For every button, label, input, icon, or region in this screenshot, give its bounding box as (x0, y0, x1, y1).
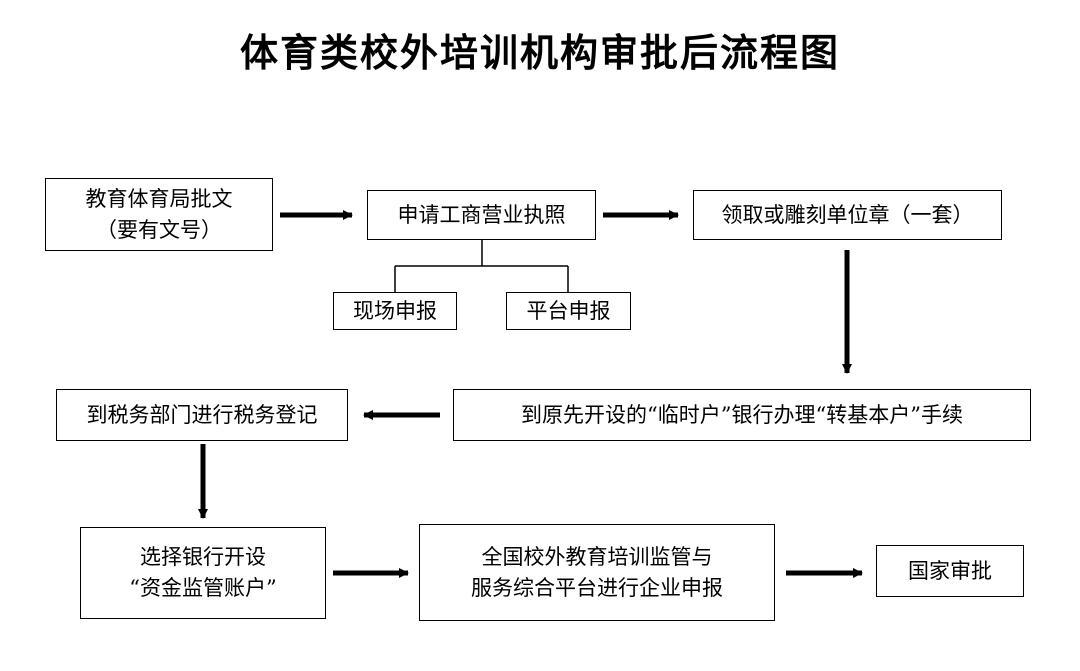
node-business-license: 申请工商营业执照 (367, 190, 596, 240)
node-national-approval: 国家审批 (876, 545, 1024, 597)
node-national-approval-label: 国家审批 (908, 558, 992, 583)
node-bank-account-line2: “资金监管账户” (129, 576, 277, 600)
node-onsite-label: 现场申报 (353, 298, 437, 323)
node-onsite-submission: 现场申报 (333, 292, 457, 330)
node-bank-account: 选择银行开设 “资金监管账户” (80, 527, 326, 619)
node-tax-registration: 到税务部门进行税务登记 (56, 389, 348, 441)
node-bank-account-line1: 选择银行开设 (140, 545, 266, 569)
node-platform-label: 平台申报 (526, 298, 611, 323)
branch-license-to-submissions (394, 240, 569, 292)
node-national-platform: 全国校外教育培训监管与 服务综合平台进行企业申报 (419, 524, 775, 621)
node-bank-convert-label: 到原先开设的“临时户”银行办理“转基本户”手续 (521, 402, 963, 427)
page-title: 体育类校外培训机构审批后流程图 (239, 31, 840, 75)
node-bank-convert: 到原先开设的“临时户”银行办理“转基本户”手续 (453, 389, 1031, 441)
node-business-license-label: 申请工商营业执照 (397, 202, 566, 227)
node-approval-doc-line1: 教育体育局批文 (85, 186, 233, 211)
node-seal: 领取或雕刻单位章（一套） (693, 190, 1002, 240)
node-seal-label: 领取或雕刻单位章（一套） (721, 202, 974, 227)
node-national-platform-line2: 服务综合平台进行企业申报 (471, 575, 723, 600)
node-tax-label: 到税务部门进行税务登记 (86, 402, 318, 427)
node-platform-submission: 平台申报 (506, 292, 631, 330)
node-approval-doc: 教育体育局批文 （要有文号） (45, 178, 273, 251)
node-national-platform-line1: 全国校外教育培训监管与 (481, 544, 713, 569)
node-approval-doc-line2: （要有文号） (96, 217, 222, 242)
